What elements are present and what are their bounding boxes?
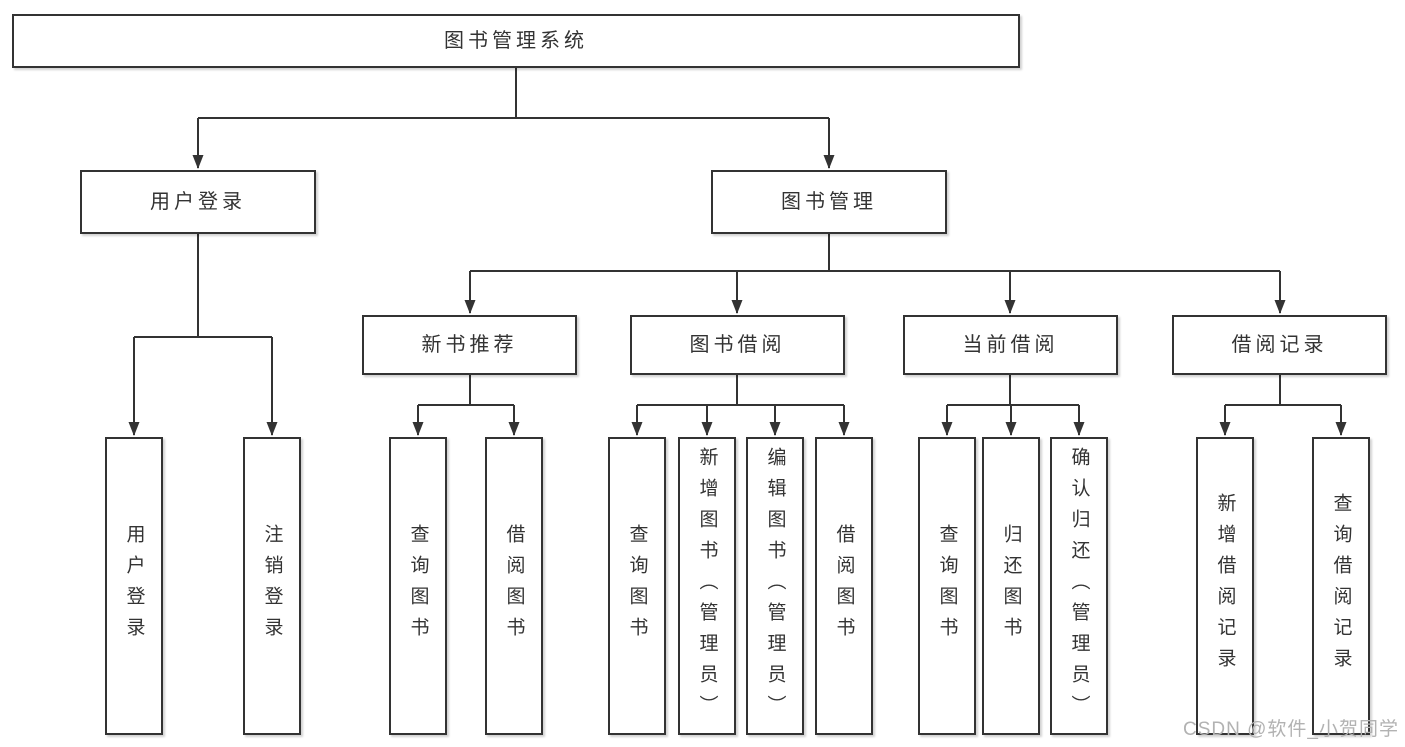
leaf-confirm-return-admin: 确认归还（管理员） bbox=[1050, 437, 1108, 735]
node-new-book-recommend-label: 新书推荐 bbox=[421, 334, 518, 356]
node-book-borrowing: 图书借阅 bbox=[630, 315, 845, 375]
node-book-borrowing-label: 图书借阅 bbox=[689, 334, 786, 356]
node-borrowing-records-label: 借阅记录 bbox=[1231, 334, 1328, 356]
leaf-add-borrow-record-label: 新增借阅记录 bbox=[1214, 493, 1236, 679]
node-book-management-label: 图书管理 bbox=[781, 191, 877, 213]
leaf-query-books-2: 查询图书 bbox=[608, 437, 666, 735]
leaf-query-books-3: 查询图书 bbox=[918, 437, 976, 735]
leaf-confirm-return-admin-label: 确认归还（管理员） bbox=[1068, 446, 1090, 726]
node-root-label: 图书管理系统 bbox=[444, 30, 588, 52]
leaf-borrow-books-1-label: 借阅图书 bbox=[503, 524, 525, 648]
node-borrowing-records: 借阅记录 bbox=[1172, 315, 1387, 375]
leaf-query-books-1: 查询图书 bbox=[389, 437, 447, 735]
leaf-query-books-3-label: 查询图书 bbox=[936, 524, 958, 648]
leaf-query-books-2-label: 查询图书 bbox=[626, 524, 648, 648]
leaf-edit-books-admin: 编辑图书（管理员） bbox=[746, 437, 804, 735]
leaf-user-login: 用户登录 bbox=[105, 437, 163, 735]
leaf-query-borrow-record-label: 查询借阅记录 bbox=[1330, 493, 1352, 679]
node-current-borrowing: 当前借阅 bbox=[903, 315, 1118, 375]
node-book-management: 图书管理 bbox=[711, 170, 947, 234]
leaf-query-books-1-label: 查询图书 bbox=[407, 524, 429, 648]
leaf-logout-label: 注销登录 bbox=[261, 524, 283, 648]
leaf-add-books-admin: 新增图书（管理员） bbox=[678, 437, 736, 735]
leaf-borrow-books-1: 借阅图书 bbox=[485, 437, 543, 735]
leaf-return-books-label: 归还图书 bbox=[1000, 524, 1022, 648]
node-new-book-recommend: 新书推荐 bbox=[362, 315, 577, 375]
leaf-user-login-label: 用户登录 bbox=[123, 524, 145, 648]
node-current-borrowing-label: 当前借阅 bbox=[962, 334, 1059, 356]
leaf-edit-books-admin-label: 编辑图书（管理员） bbox=[764, 446, 786, 726]
leaf-query-borrow-record: 查询借阅记录 bbox=[1312, 437, 1370, 735]
leaf-logout: 注销登录 bbox=[243, 437, 301, 735]
leaf-borrow-books-2: 借阅图书 bbox=[815, 437, 873, 735]
leaf-borrow-books-2-label: 借阅图书 bbox=[833, 524, 855, 648]
leaf-add-books-admin-label: 新增图书（管理员） bbox=[696, 446, 718, 726]
csdn-watermark: CSDN @软件_小贺同学 bbox=[1183, 719, 1399, 740]
node-user-login-label: 用户登录 bbox=[150, 191, 246, 213]
node-user-login: 用户登录 bbox=[80, 170, 316, 234]
node-root-library-system: 图书管理系统 bbox=[12, 14, 1020, 68]
leaf-return-books: 归还图书 bbox=[982, 437, 1040, 735]
leaf-add-borrow-record: 新增借阅记录 bbox=[1196, 437, 1254, 735]
